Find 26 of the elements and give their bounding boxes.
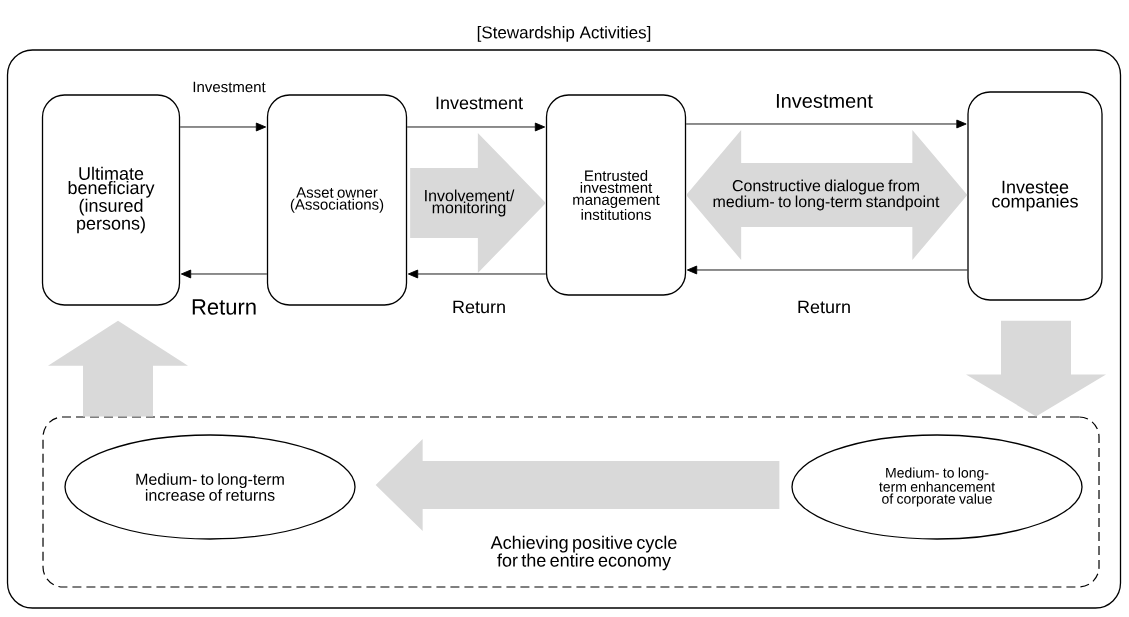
edge-label: Investment <box>776 94 873 108</box>
arrow <box>179 122 267 132</box>
arrow <box>406 122 546 132</box>
dashed-box <box>42 416 1100 588</box>
edge-label: Return <box>453 300 505 314</box>
block-arrow <box>48 320 188 417</box>
edge-label: Investment <box>436 96 523 110</box>
edge-label: Return <box>192 299 256 315</box>
arrow <box>180 269 268 279</box>
block-arrow <box>686 130 968 260</box>
edge-label: Involvement/ monitoring <box>425 189 515 217</box>
arrow <box>685 119 967 129</box>
block-arrow <box>966 320 1106 417</box>
block-arrow <box>410 133 546 273</box>
edge-label: Investment <box>193 81 266 93</box>
process-box: Entrusted investment management institutions <box>545 94 687 296</box>
edge-label: Constructive dialogue from medium- to long-term standpoint <box>713 179 940 211</box>
block-arrow <box>375 439 780 531</box>
process-box: Asset owner (Associations) <box>266 94 408 306</box>
arrow <box>407 269 547 279</box>
node-label: [Stewardship Activities] <box>477 25 651 42</box>
process-box: Ultimate beneficiary (insured persons) <box>41 94 181 306</box>
process-box: Investee companies <box>967 91 1103 301</box>
edge-label: Achieving positive cycle for the entire economy <box>490 535 677 571</box>
edge-label: Return <box>798 300 850 314</box>
arrow <box>686 265 968 275</box>
